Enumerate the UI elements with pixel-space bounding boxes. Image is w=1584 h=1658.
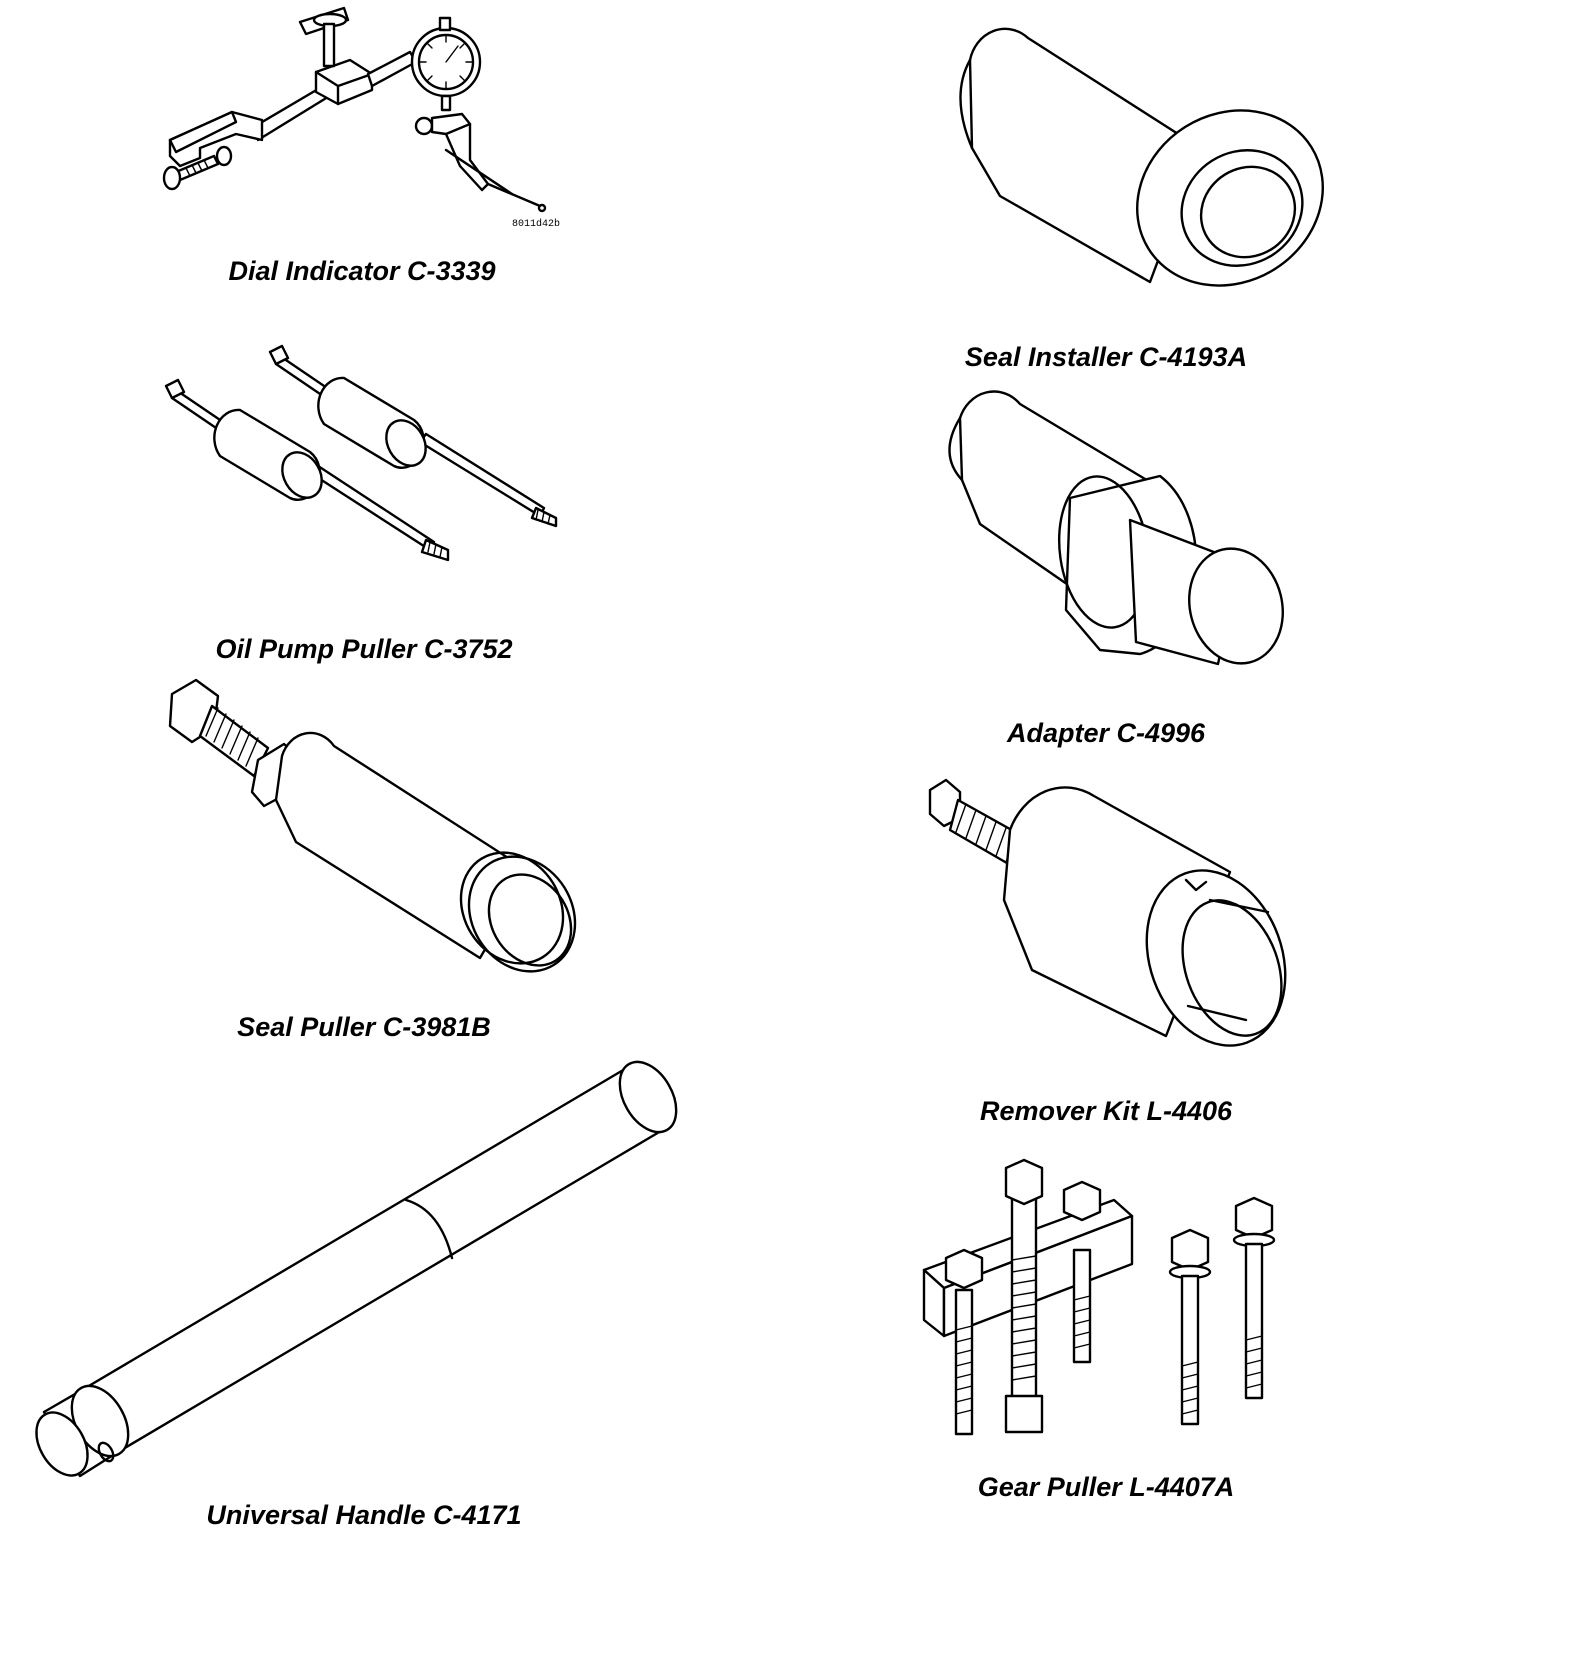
adapter-drawing bbox=[948, 390, 1284, 666]
caption-remover-kit: Remover Kit L-4406 bbox=[979, 1096, 1233, 1126]
seal-puller-drawing bbox=[168, 678, 577, 973]
seal-installer-drawing bbox=[959, 27, 1324, 287]
universal-handle-drawing bbox=[35, 1060, 678, 1478]
caption-dial-indicator: Dial Indicator C-3339 bbox=[228, 256, 496, 286]
caption-oil-pump-puller: Oil Pump Puller C-3752 bbox=[215, 634, 513, 664]
caption-seal-puller: Seal Puller C-3981B bbox=[237, 1012, 491, 1042]
caption-seal-installer: Seal Installer C-4193A bbox=[964, 342, 1248, 372]
caption-gear-puller: Gear Puller L-4407A bbox=[977, 1472, 1235, 1502]
remover-kit-drawing bbox=[928, 778, 1287, 1047]
gear-puller-drawing bbox=[922, 1158, 1276, 1436]
oil-pump-puller-drawing bbox=[164, 344, 558, 562]
caption-universal-handle: Universal Handle C-4171 bbox=[206, 1500, 522, 1530]
figure-code-label: 8011d42b bbox=[512, 219, 561, 230]
caption-adapter: Adapter C-4996 bbox=[1006, 718, 1206, 748]
dial-indicator-drawing bbox=[162, 6, 547, 213]
